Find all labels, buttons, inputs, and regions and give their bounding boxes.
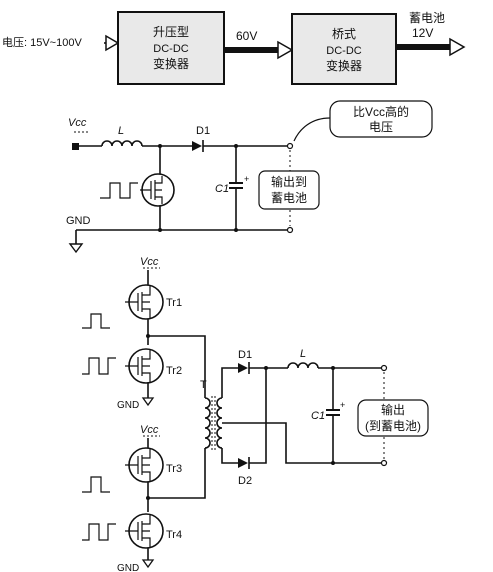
boost-circuit: Vcc L D1 + C1 GND bbox=[66, 100, 433, 254]
bridge-block-line2: DC-DC bbox=[326, 45, 361, 57]
boost-block-line1: 升压型 bbox=[153, 25, 189, 39]
boost-callout-box bbox=[329, 100, 433, 138]
boost-output-line1: 输出到 bbox=[271, 174, 307, 189]
bridge-circuit: Vcc Tr1 Tr2 GND Vcc Tr3 Tr4 bbox=[82, 256, 429, 572]
tr4-gate-waveform bbox=[82, 523, 116, 541]
gnd-1-symbol bbox=[141, 397, 155, 407]
boost-node-gnd-switch bbox=[158, 228, 162, 232]
bridge-d1-label: D1 bbox=[238, 349, 252, 361]
bridge-cap-plus: + bbox=[340, 400, 345, 410]
tr1-gate-waveform bbox=[82, 313, 110, 329]
boost-block-line3: 变换器 bbox=[153, 56, 189, 71]
bridge-converter-block bbox=[291, 13, 397, 85]
gnd-1-label: GND bbox=[117, 400, 139, 411]
tr3-internal bbox=[125, 449, 151, 481]
boost-diode-label: D1 bbox=[196, 125, 210, 137]
output-label-line2: 12V bbox=[412, 26, 433, 40]
tr4-label: Tr4 bbox=[166, 529, 182, 541]
transformer-core bbox=[211, 396, 216, 452]
boost-node-gnd-cap bbox=[234, 228, 238, 232]
secondary-bottom-wire bbox=[221, 448, 238, 464]
bridge-output-line1: 输出 bbox=[381, 402, 405, 417]
bridge-d2-to-join bbox=[249, 368, 267, 464]
tr1-label: Tr1 bbox=[166, 297, 182, 309]
bridge-out-terminal-bottom bbox=[380, 459, 388, 467]
bridge-inductor-label: L bbox=[300, 348, 306, 360]
bridge-left-to-transformer-top bbox=[148, 335, 206, 398]
boost-callout-line1: 比Vcc高的 bbox=[353, 104, 409, 119]
boost-vcc-label: Vcc bbox=[68, 117, 87, 129]
gnd-2-symbol bbox=[141, 559, 155, 569]
bridge-inductor bbox=[287, 362, 319, 369]
bridge-diode-d2 bbox=[238, 458, 248, 468]
boost-diode-d1 bbox=[192, 141, 202, 151]
boost-gnd-label: GND bbox=[66, 215, 91, 227]
boost-capacitor-c1 bbox=[229, 182, 243, 189]
boost-output-box bbox=[258, 170, 320, 210]
bridge-d2-label: D2 bbox=[238, 475, 252, 487]
tr3-label: Tr3 bbox=[166, 463, 182, 475]
boost-block-line2: DC-DC bbox=[153, 43, 188, 55]
bridge-diode-d1 bbox=[238, 363, 248, 373]
transformer-secondary bbox=[216, 397, 223, 449]
boost-ground-symbol bbox=[68, 243, 84, 254]
bridge-cap-label: C1 bbox=[311, 410, 325, 422]
secondary-top-wire bbox=[221, 367, 238, 398]
mid-voltage-label: 60V bbox=[236, 29, 257, 43]
boost-inductor bbox=[101, 140, 143, 147]
boost-out-terminal-bottom bbox=[286, 226, 294, 234]
boost-output-line2: 蓄电池 bbox=[271, 191, 307, 205]
output-label-line1: 蓄电池 bbox=[409, 11, 445, 25]
output-arrowhead bbox=[449, 37, 466, 57]
boost-mosfet-gate bbox=[140, 176, 163, 204]
transformer-label: T bbox=[200, 379, 207, 391]
transformer-primary bbox=[204, 397, 211, 449]
boost-cap-plus: + bbox=[244, 174, 249, 184]
boost-callout-pointer bbox=[293, 117, 331, 142]
bridge-right-to-transformer-bottom bbox=[148, 448, 206, 499]
bridge-node-cap-bottom bbox=[331, 461, 335, 465]
mid-arrowhead bbox=[277, 40, 294, 60]
boost-callout-line2: 电压 bbox=[369, 120, 393, 134]
tr1-internal bbox=[125, 286, 151, 318]
boost-out-terminal-top bbox=[286, 142, 294, 150]
bridge-capacitor-c1 bbox=[326, 409, 340, 416]
gnd-2-label: GND bbox=[117, 563, 139, 572]
tr2-internal bbox=[125, 350, 151, 382]
bridge-block-line3: 变换器 bbox=[326, 58, 362, 73]
bridge-vcc-lower-label: Vcc bbox=[140, 424, 159, 436]
input-voltage-label: 电压: 15V~100V bbox=[2, 36, 82, 49]
tr4-internal bbox=[125, 515, 151, 547]
tr3-gate-waveform bbox=[82, 476, 110, 493]
bridge-output-box bbox=[357, 399, 429, 437]
bridge-block-line1: 桥式 bbox=[332, 27, 356, 41]
bridge-output-line2: (到蓄电池) bbox=[365, 419, 421, 433]
block-diagram: 电压: 15V~100V 升压型 DC-DC 变换器 60V 桥式 DC-DC … bbox=[2, 11, 466, 85]
tr2-gate-waveform bbox=[82, 357, 116, 375]
boost-inductor-label: L bbox=[118, 125, 124, 137]
boost-cap-label: C1 bbox=[215, 183, 229, 195]
bridge-vcc-top-label: Vcc bbox=[140, 256, 159, 268]
boost-gate-waveform bbox=[100, 182, 138, 199]
boost-converter-block bbox=[117, 11, 225, 85]
tr2-label: Tr2 bbox=[166, 365, 182, 377]
bridge-out-terminal-top bbox=[380, 364, 388, 372]
input-arrowhead bbox=[105, 34, 120, 52]
